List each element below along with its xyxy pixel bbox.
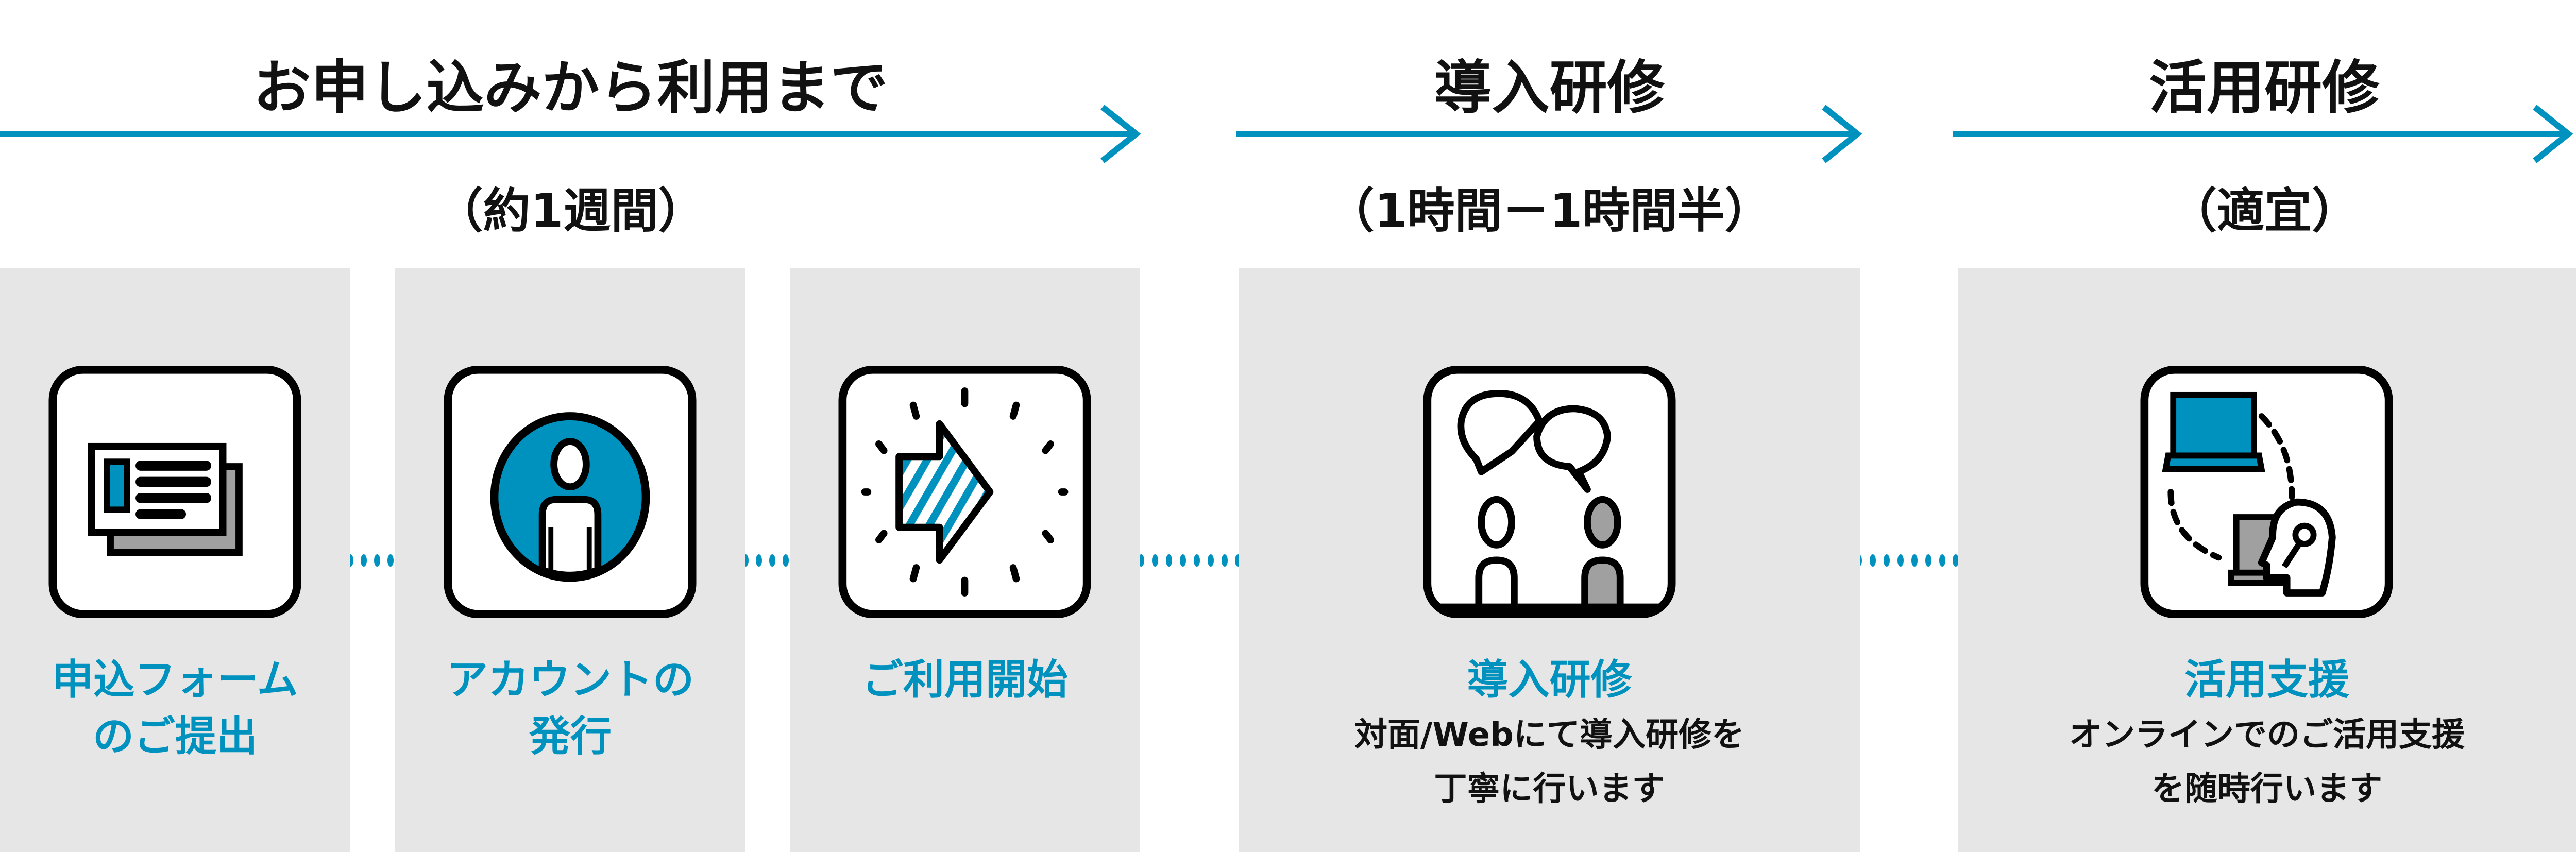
phase-title-intro-training: 導入研修 <box>1434 55 1665 122</box>
step-label: アカウントの発行 <box>395 652 745 765</box>
application-form-icon <box>48 366 301 618</box>
step-label: 申込フォームのご提出 <box>0 652 350 765</box>
label-line: 申込フォーム <box>52 656 298 704</box>
phase-title-usage-training: 活用研修 <box>2149 55 2380 122</box>
step-panel-application-form: 申込フォームのご提出 <box>0 268 350 852</box>
step-panel-usage-support: 活用支援 オンラインでのご活用支援を随時行います <box>1958 268 2576 852</box>
label-line: アカウントの <box>447 656 694 704</box>
desc-line: オンラインでのご活用支援 <box>2069 716 2465 754</box>
online-support-icon <box>2140 366 2393 618</box>
account-user-icon <box>444 366 697 618</box>
step-description: 対面/Webにて導入研修を丁寧に行います <box>1239 708 1860 816</box>
training-conversation-icon <box>1423 366 1676 618</box>
step-label: 導入研修 <box>1239 652 1860 708</box>
step-description: オンラインでのご活用支援を随時行います <box>1958 708 2576 816</box>
phase-duration-usage-training: （適宜） <box>2169 183 2359 238</box>
label-line: 活用支援 <box>2184 656 2349 704</box>
dotted-connector <box>1856 554 1959 567</box>
step-label: 活用支援 <box>1958 652 2576 708</box>
dotted-connector <box>347 554 394 567</box>
timeline-arrow-icon <box>0 105 1141 163</box>
label-line: ご利用開始 <box>862 656 1068 704</box>
step-label: ご利用開始 <box>790 652 1140 708</box>
phase-title-application: お申し込みから利用まで <box>253 55 888 122</box>
desc-line: を随時行います <box>2151 770 2382 808</box>
step-panel-start-use: ご利用開始 <box>790 268 1140 852</box>
phase-duration-intro-training: （1時間－1時間半） <box>1327 183 1772 238</box>
desc-line: 丁寧に行います <box>1434 770 1665 808</box>
start-arrow-icon <box>838 366 1091 618</box>
step-panel-account-issue: アカウントの発行 <box>395 268 745 852</box>
label-line: 導入研修 <box>1467 656 1632 704</box>
phase-duration-application: （約1週間） <box>435 183 706 238</box>
dotted-connector <box>742 554 789 567</box>
dotted-connector <box>1138 554 1241 567</box>
desc-line: 対面/Webにて導入研修を <box>1354 716 1744 754</box>
label-line: のご提出 <box>93 712 258 760</box>
label-line: 発行 <box>529 712 612 760</box>
timeline-arrow-icon <box>1236 105 1862 163</box>
timeline-arrow-icon <box>1953 105 2573 163</box>
step-panel-intro-training: 導入研修 対面/Webにて導入研修を丁寧に行います <box>1239 268 1860 852</box>
